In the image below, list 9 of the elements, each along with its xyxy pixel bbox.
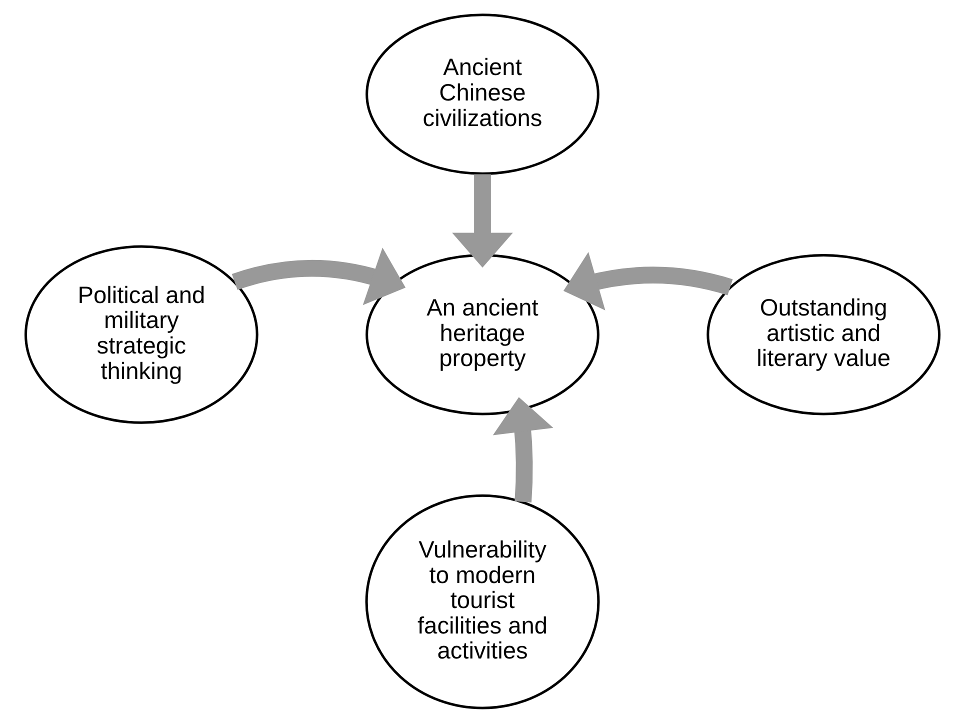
node-ellipse: Ancient Chinese civilizations	[366, 14, 600, 175]
node-ellipse: Outstanding artistic and literary value	[706, 254, 941, 416]
node-ellipse: An ancient heritage property	[366, 254, 600, 416]
arrow	[492, 397, 554, 502]
arrow	[563, 252, 733, 310]
node-circle: Vulnerability to modern tourist facilities and activities	[365, 494, 600, 710]
arrow	[232, 248, 406, 306]
node-ellipse: Political and military strategic thinking	[24, 245, 258, 424]
arrow	[452, 174, 513, 268]
